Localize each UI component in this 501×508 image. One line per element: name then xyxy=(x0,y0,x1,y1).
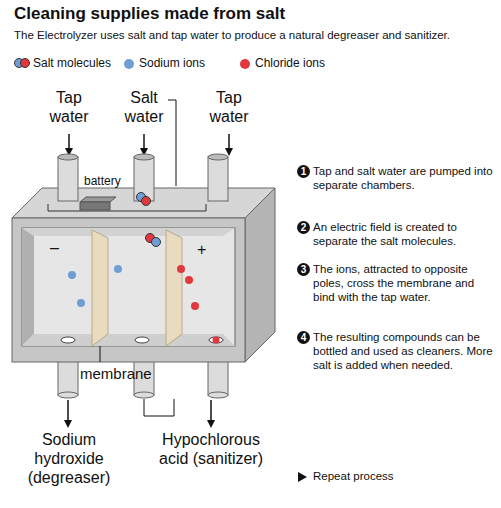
legend-swatch xyxy=(124,59,134,69)
note-text: Repeat process xyxy=(313,470,394,484)
outlet-arrow xyxy=(67,400,69,426)
battery-symbol xyxy=(80,197,116,210)
drain-hole xyxy=(61,337,223,343)
part-label: battery xyxy=(84,174,121,188)
bracket-line xyxy=(168,100,176,186)
legend-text: Sodium ions xyxy=(139,56,205,70)
callout-number: 1 xyxy=(297,165,310,178)
step-text: The resulting compounds can be bottled a… xyxy=(313,330,493,372)
inlet-arrow xyxy=(228,134,230,154)
electrolyzer-box xyxy=(12,188,275,362)
chloride-ion xyxy=(177,265,220,344)
part-label: membrane xyxy=(80,365,152,383)
inlet-label: Tap water xyxy=(200,88,258,126)
leader-line xyxy=(100,346,101,362)
membrane-sheet xyxy=(92,230,182,346)
pole-label: + xyxy=(197,240,206,259)
inlet-label: Salt water xyxy=(115,88,173,126)
callout-number: 4 xyxy=(297,331,310,344)
legend-text: Salt molecules xyxy=(33,56,111,70)
callout-number: 3 xyxy=(297,263,310,276)
subtitle: The Electrolyzer uses salt and tap water… xyxy=(14,29,450,43)
step-text: An electric field is created to separate… xyxy=(313,220,493,248)
legend-text: Chloride ions xyxy=(255,56,325,70)
bracket-line xyxy=(144,399,174,416)
inlet-arrow xyxy=(68,134,70,154)
title: Cleaning supplies made from salt xyxy=(14,4,285,24)
inlet-label: Tap water xyxy=(40,88,98,126)
output-label: Sodium hydroxide (degreaser) xyxy=(19,430,119,488)
repeat-triangle xyxy=(298,472,307,482)
salt-molecule-icon xyxy=(15,59,30,68)
pole-label: – xyxy=(50,238,59,257)
salt-molecule xyxy=(137,193,161,247)
outlet-arrow xyxy=(210,400,212,426)
sodium-ion xyxy=(68,265,122,307)
output-label: Hypochlorous acid (sanitizer) xyxy=(155,430,267,468)
legend-swatch xyxy=(240,59,250,69)
inlet-arrow xyxy=(143,134,145,154)
callout-number: 2 xyxy=(297,221,310,234)
inlet-pipes xyxy=(58,154,228,201)
step-text: The ions, attracted to opposite poles, c… xyxy=(313,262,493,304)
step-text: Tap and salt water are pumped into separ… xyxy=(313,164,493,192)
wire xyxy=(48,204,206,211)
